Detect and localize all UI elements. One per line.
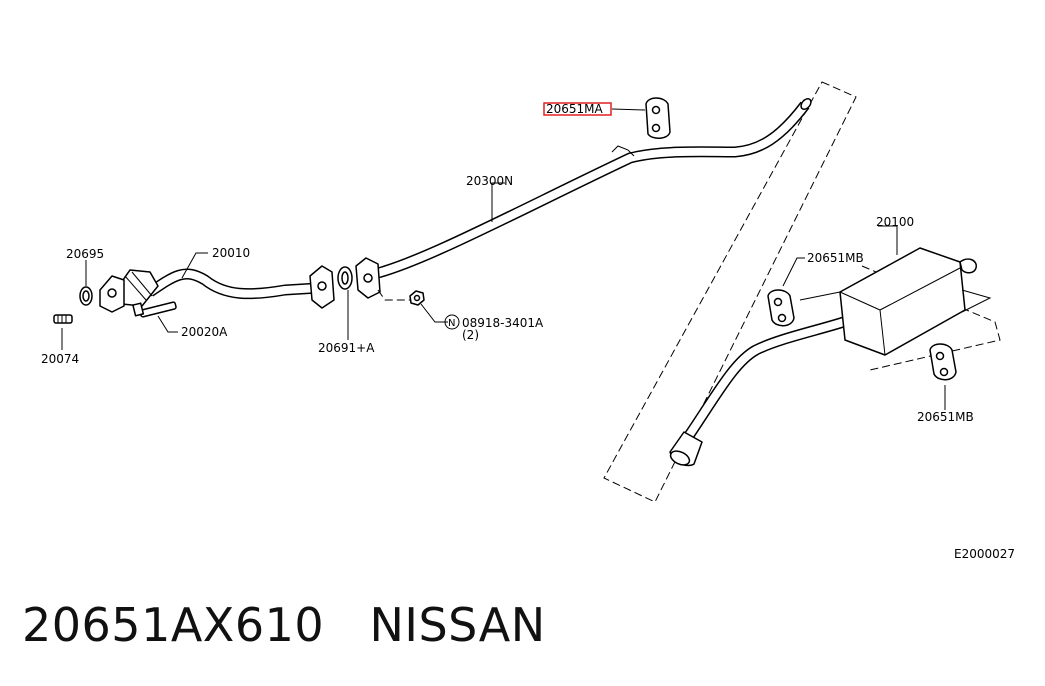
label-20300N: 20300N <box>466 174 513 188</box>
label-20074: 20074 <box>41 352 79 366</box>
part-caption: 20651AX610 NISSAN <box>22 598 546 652</box>
bolt-20020A <box>132 301 177 318</box>
rubber-hanger-20651MA <box>611 97 671 139</box>
nut-symbol-circle <box>444 314 460 330</box>
label-20651MB-lower: 20651MB <box>917 410 974 424</box>
highlight-box <box>543 102 612 116</box>
nut-08918 <box>377 289 425 306</box>
label-nut-qty: (2) <box>462 328 479 342</box>
leader-lines <box>61 182 946 410</box>
label-20695: 20695 <box>66 247 104 261</box>
label-20651MA: 20651MA <box>546 102 604 116</box>
rubber-hanger-20651MB-lower <box>929 343 957 381</box>
label-20020A: 20020A <box>181 325 228 339</box>
caption-brand: NISSAN <box>369 598 546 652</box>
stud-20074 <box>53 314 73 324</box>
label-20100: 20100 <box>876 215 914 229</box>
muffler-assembly <box>669 247 992 467</box>
rubber-hanger-20651MB-upper <box>767 289 795 327</box>
label-20010: 20010 <box>212 246 250 260</box>
label-20691A: 20691+A <box>318 341 375 355</box>
label-nut-part: 08918-3401A <box>462 316 544 330</box>
diagram-code: E2000027 <box>954 547 1015 561</box>
nut-symbol: N <box>448 318 455 329</box>
caption-part-number: 20651AX610 <box>22 598 325 652</box>
front-pipe <box>99 265 335 313</box>
rear-section-boundary <box>603 81 857 503</box>
label-20651MB-upper: 20651MB <box>807 251 864 265</box>
gasket-20691A <box>337 266 353 290</box>
center-pipe <box>355 97 812 299</box>
